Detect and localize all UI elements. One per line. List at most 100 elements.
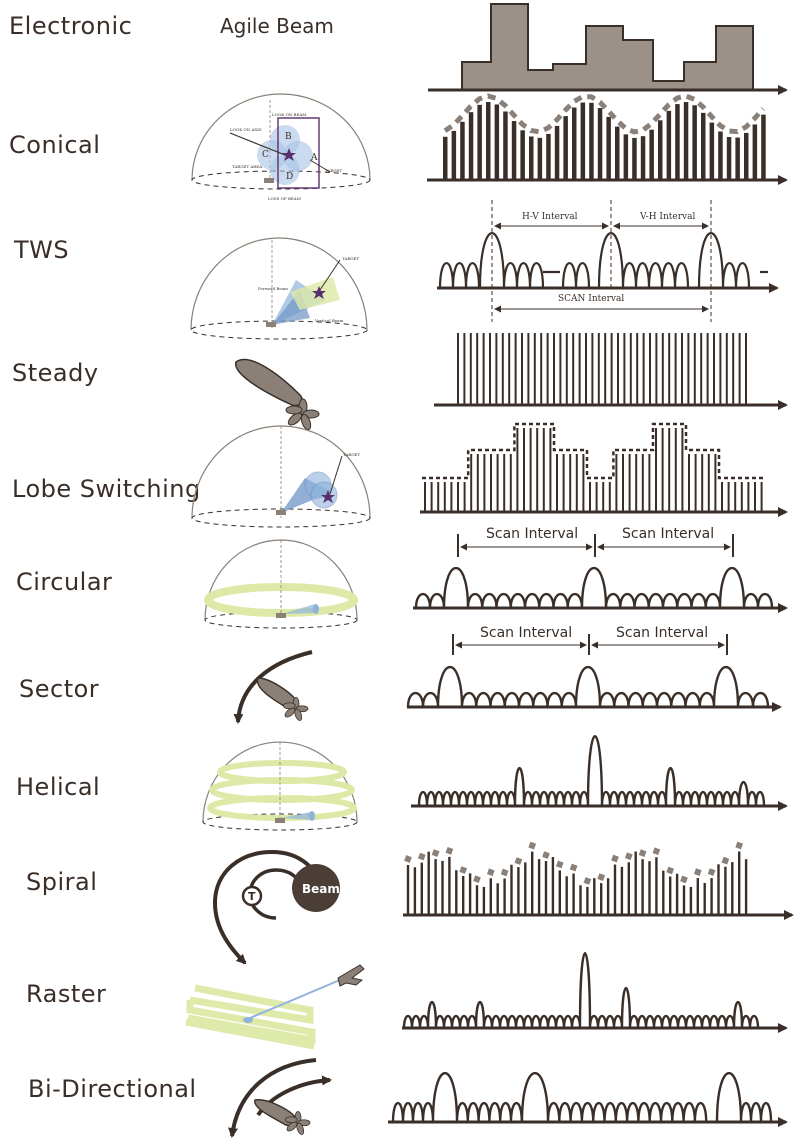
spiral-cap [555, 860, 564, 869]
spiral-cap [542, 851, 550, 859]
label-electronic: Electronic [9, 12, 133, 40]
label-lobe-switching: Lobe Switching [12, 475, 201, 503]
conical-bar [563, 116, 568, 180]
conical-bar [503, 111, 508, 180]
circular-hemisphere-diagram [204, 539, 358, 629]
label-circular: Circular [16, 568, 113, 596]
conical-bar [520, 130, 525, 180]
label-spiral: Spiral [26, 868, 98, 896]
lobe-envelope [422, 422, 766, 480]
helical-hemisphere-diagram [202, 741, 358, 831]
tws-hv-interval-label: H-V Interval [522, 212, 578, 222]
spiral-cap [404, 855, 412, 863]
lobe-target-label: TARGET [343, 452, 360, 457]
conical-bar [640, 136, 646, 180]
conical-bar [443, 136, 448, 180]
spiral-cap [583, 877, 592, 885]
conical-bar [615, 126, 620, 180]
conical-bar [554, 125, 560, 180]
conical-bar [460, 121, 465, 180]
conical-bar [486, 102, 491, 180]
conical-label-b: B [285, 132, 292, 142]
steady-beam-diagram [235, 358, 320, 431]
spiral-cap [597, 873, 606, 881]
conical-bar [468, 112, 474, 180]
label-helical: Helical [16, 773, 101, 801]
spiral-cap [500, 868, 509, 877]
label-sector: Sector [19, 675, 100, 703]
conical-bar [744, 132, 749, 180]
spiral-cap [624, 852, 633, 861]
spiral-cap [431, 849, 440, 857]
conical-label-a: A [310, 153, 318, 163]
sector-scan-interval-1: Scan Interval [480, 625, 572, 641]
conical-bar [752, 124, 758, 180]
spiral-cap [666, 866, 675, 875]
lobe-switching-waveform [422, 422, 766, 512]
spiral-cap [459, 866, 468, 874]
spiral-cap [680, 875, 688, 884]
spiral-cap [707, 868, 716, 876]
label-bi-directional: Bi-Directional [28, 1075, 197, 1103]
electronic-waveform [428, 3, 788, 95]
lobe-switching-hemisphere-diagram: TARGET [191, 425, 371, 528]
conical-hemisphere-diagram: LOOK ON BEAM LOOK ON AXIS TARGET AREA TA… [191, 93, 371, 201]
conical-bar [701, 112, 706, 180]
tws-scan-interval-label: SCAN Interval [558, 294, 624, 304]
column-header-agile-beam: Agile Beam [220, 14, 334, 38]
conical-bar [572, 107, 577, 180]
conical-bar [726, 137, 732, 180]
conical-label-c: C [262, 150, 269, 160]
sector-scan-interval-2: Scan Interval [616, 625, 708, 641]
conical-bar [477, 104, 482, 180]
label-raster: Raster [26, 980, 107, 1008]
svg-text:LOSS OF BEAM: LOSS OF BEAM [268, 196, 301, 201]
circular-scan-interval-1: Scan Interval [486, 526, 578, 542]
conical-bar [537, 137, 543, 180]
spiral-t-label: T [248, 890, 256, 903]
spiral-waveform [404, 841, 748, 915]
spiral-cap [486, 868, 495, 877]
spiral-cap [473, 875, 481, 884]
spiral-cap [417, 852, 426, 861]
conical-bar [709, 122, 715, 180]
spiral-cap [569, 863, 578, 872]
conical-bar [597, 108, 603, 180]
spiral-cap [693, 868, 702, 876]
spiral-beam-label: Beam [302, 882, 340, 896]
conical-bar [761, 114, 766, 180]
label-tws: TWS [14, 236, 70, 264]
circular-scan-interval-2: Scan Interval [622, 526, 714, 542]
spiral-cap [514, 857, 523, 865]
sector-diagram [233, 650, 313, 724]
conical-bar [580, 102, 586, 180]
spiral-cap [445, 847, 454, 855]
tws-hemisphere-diagram: TARGET Forward Beam Vertical Beam [190, 237, 368, 340]
circular-waveform: Scan Interval Scan Interval [413, 526, 788, 613]
spiral-cap [638, 849, 647, 857]
spiral-diagram: Beam T [212, 849, 340, 965]
conical-bar [623, 134, 629, 180]
bi-directional-waveform [388, 1072, 788, 1127]
conical-bar [666, 110, 672, 180]
svg-text:LOOK ON AXIS: LOOK ON AXIS [230, 127, 262, 132]
conical-bar [606, 116, 611, 180]
spiral-cap [652, 847, 661, 856]
raster-waveform [402, 952, 788, 1033]
conical-bar [529, 136, 534, 180]
conical-bar [658, 120, 663, 180]
tws-forward-beam-label: Forward Beam [258, 286, 288, 291]
svg-text:TARGET: TARGET [325, 168, 342, 173]
svg-text:TARGET AREA: TARGET AREA [232, 164, 262, 169]
conical-envelope [443, 93, 766, 135]
spiral-cap [721, 856, 730, 865]
conical-bar [692, 105, 697, 180]
steady-waveform [457, 333, 747, 405]
conical-label-d: D [286, 172, 293, 182]
spiral-cap [735, 841, 744, 850]
spiral-cap [611, 854, 619, 863]
conical-bar [589, 102, 594, 180]
spiral-beam-circle [292, 864, 340, 912]
raster-diagram [185, 964, 365, 1050]
